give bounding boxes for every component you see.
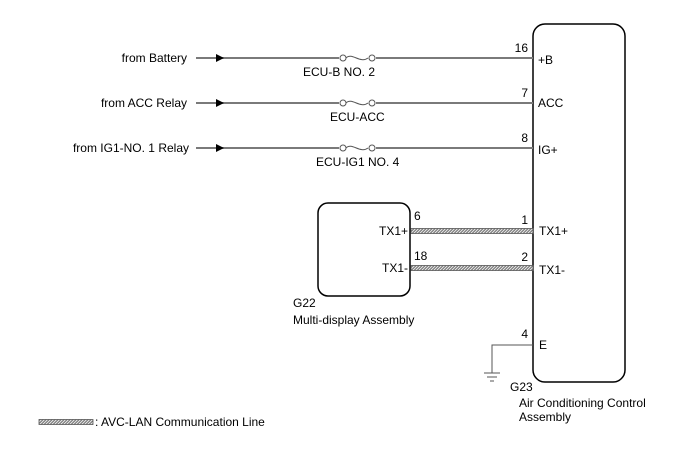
source-label-ig1: from IG1-NO. 1 Relay xyxy=(72,141,189,155)
pin-7: 7 xyxy=(521,86,528,100)
ground-icon xyxy=(484,344,533,382)
terminal-plus-b: +B xyxy=(538,53,554,67)
terminal-ig-plus: IG+ xyxy=(538,143,558,157)
pin-6: 6 xyxy=(414,209,421,223)
avc-lan-line-tx1-plus xyxy=(410,228,534,234)
terminal-ecu-tx1-minus: TX1- xyxy=(539,263,566,277)
pin-2: 2 xyxy=(521,250,528,264)
terminal-acc: ACC xyxy=(538,96,564,110)
fuse-label-ecu-b: ECU-B NO. 2 xyxy=(303,65,376,79)
terminal-ecu-tx1-plus: TX1+ xyxy=(539,224,569,238)
fuse-icon xyxy=(339,54,376,62)
display-code: G22 xyxy=(293,296,316,310)
terminal-display-tx1-minus: TX1- xyxy=(381,261,408,275)
arrow-icon xyxy=(216,54,224,62)
pin-8: 8 xyxy=(521,131,528,145)
arrow-icon xyxy=(216,99,224,107)
avc-lan-line-tx1-minus xyxy=(410,265,534,271)
fuse-label-ecu-acc: ECU-ACC xyxy=(330,110,385,124)
arrow-icon xyxy=(216,144,224,152)
legend-swatch xyxy=(38,419,94,425)
pin-4: 4 xyxy=(521,327,528,341)
terminal-display-tx1-plus: TX1+ xyxy=(378,224,408,238)
ecu-box xyxy=(532,23,626,383)
ecu-name-line2: Assembly xyxy=(519,410,572,424)
pin-18: 18 xyxy=(414,249,428,263)
wire-battery xyxy=(196,54,533,62)
ecu-code: G23 xyxy=(510,380,533,394)
terminal-e: E xyxy=(539,338,548,352)
legend-label: : AVC-LAN Communication Line xyxy=(95,415,265,429)
display-name: Multi-display Assembly xyxy=(293,313,415,327)
fuse-icon xyxy=(339,144,376,152)
source-label-battery: from Battery xyxy=(121,51,187,65)
fuse-icon xyxy=(339,99,376,107)
fuse-label-ecu-ig1: ECU-IG1 NO. 4 xyxy=(316,155,400,169)
pin-1: 1 xyxy=(521,213,528,227)
ecu-name-line1: Air Conditioning Control xyxy=(519,396,646,410)
display-box xyxy=(317,202,411,297)
pin-16: 16 xyxy=(514,41,528,55)
wire-acc xyxy=(196,99,533,107)
source-label-acc: from ACC Relay xyxy=(100,96,187,110)
wire-ig1 xyxy=(196,144,533,152)
